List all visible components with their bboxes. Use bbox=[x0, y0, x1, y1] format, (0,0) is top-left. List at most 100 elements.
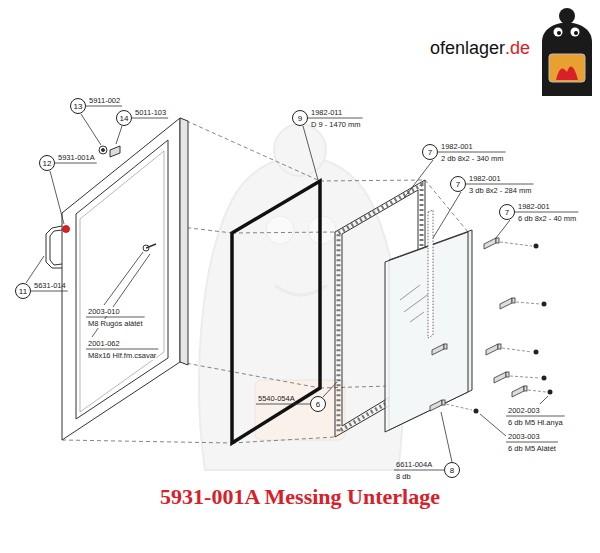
label-underline bbox=[31, 291, 68, 292]
leader-lines bbox=[50, 171, 64, 224]
door-handle bbox=[46, 226, 62, 268]
part-label: 1982-001 bbox=[469, 174, 501, 183]
part-label: 2003-010 bbox=[88, 307, 120, 316]
leader-lines bbox=[433, 192, 461, 238]
glass-clips bbox=[432, 344, 447, 355]
glass-clips bbox=[486, 344, 498, 355]
watermark bbox=[266, 216, 294, 244]
glass-pane bbox=[410, 312, 424, 322]
door-frame bbox=[76, 140, 168, 419]
logo-mascot bbox=[557, 31, 561, 35]
callout-circle: 12 bbox=[39, 155, 55, 171]
label-underline bbox=[506, 416, 565, 417]
part-label: 6 db 8x2 - 40 mm bbox=[518, 214, 576, 223]
screws bbox=[474, 409, 479, 414]
screws bbox=[542, 376, 547, 381]
glass-clips bbox=[430, 238, 527, 411]
part-label: 1982-001 bbox=[518, 202, 550, 211]
callout-circle: 7 bbox=[422, 144, 438, 160]
callout-number: 13 bbox=[74, 102, 83, 111]
watermark bbox=[255, 380, 345, 440]
glass-clips bbox=[512, 298, 515, 303]
callout-ring bbox=[293, 111, 308, 126]
logo-mascot bbox=[574, 31, 578, 35]
callout-ring bbox=[311, 397, 326, 412]
logo-mascot bbox=[559, 8, 575, 24]
glass-clips bbox=[500, 298, 512, 309]
glass-clips bbox=[496, 238, 499, 243]
glass-clips bbox=[494, 372, 509, 383]
part-label: 2 db 8x2 - 340 mm bbox=[441, 154, 504, 163]
label-underline bbox=[466, 184, 534, 185]
logo-mascot bbox=[549, 54, 585, 82]
part-label: 5011-103 bbox=[135, 108, 166, 117]
label-underline bbox=[438, 152, 506, 153]
glass-clips bbox=[432, 344, 444, 355]
caption: 5931-001A Messing Unterlage bbox=[0, 484, 600, 510]
leader-lines bbox=[404, 160, 433, 198]
part-label: 5631-014 bbox=[34, 281, 66, 290]
explode-lines bbox=[232, 437, 335, 443]
callout-circle: 6 bbox=[310, 396, 326, 412]
label-underline bbox=[515, 212, 578, 213]
leader-lines bbox=[26, 114, 548, 462]
callout-circle: 9 bbox=[292, 110, 308, 126]
door-frame bbox=[146, 244, 156, 248]
screws bbox=[548, 390, 553, 395]
part-label: 6611-004A bbox=[396, 460, 432, 469]
label-underline bbox=[132, 118, 168, 119]
part-label: 2002-003 bbox=[508, 406, 540, 415]
part-label: 2003-003 bbox=[508, 432, 540, 441]
callout-ring bbox=[16, 284, 31, 299]
door-frame bbox=[62, 118, 188, 440]
screws bbox=[516, 302, 540, 304]
logo-mascot bbox=[542, 23, 592, 97]
part-label: 1982-011 bbox=[311, 108, 342, 117]
part-label: 5540-054A bbox=[258, 394, 295, 403]
door-frame bbox=[62, 118, 180, 440]
callout-circle: 7 bbox=[450, 176, 466, 192]
part-label: D 9 - 1470 mm bbox=[311, 120, 361, 129]
callout-ring bbox=[445, 463, 460, 478]
glass-pane bbox=[404, 293, 430, 312]
glass-clips bbox=[442, 400, 445, 405]
door-frame bbox=[80, 151, 164, 412]
logo-mascot bbox=[542, 8, 592, 96]
screws bbox=[446, 242, 553, 414]
glass-clips bbox=[484, 238, 496, 249]
label-underline bbox=[394, 470, 444, 471]
leader-lines bbox=[496, 220, 510, 238]
label-underline bbox=[55, 163, 97, 164]
leader-lines bbox=[26, 256, 44, 283]
label-underline bbox=[86, 317, 145, 318]
callout-number: 14 bbox=[120, 114, 129, 123]
callout-number: 11 bbox=[19, 287, 27, 296]
door-frame bbox=[102, 149, 105, 152]
logo-mascot bbox=[556, 67, 578, 80]
watermark bbox=[199, 157, 403, 471]
logo-mascot bbox=[571, 28, 580, 37]
callout-number: 12 bbox=[43, 159, 52, 168]
part-label: M8 Rugós alátét bbox=[88, 319, 143, 328]
glass-clips bbox=[498, 344, 501, 349]
part-label: 3 db 8x2 - 284 mm bbox=[469, 186, 532, 195]
explode-lines bbox=[62, 118, 468, 443]
callout-number: 6 bbox=[316, 400, 320, 409]
screws bbox=[446, 242, 546, 410]
leader-lines bbox=[540, 396, 548, 404]
screws bbox=[510, 376, 540, 378]
watermark bbox=[199, 124, 403, 470]
leader-lines bbox=[323, 382, 337, 397]
part-label: 5931-001A bbox=[58, 153, 95, 162]
leader-lines bbox=[441, 412, 452, 462]
logo-mascot bbox=[554, 28, 563, 37]
glass-clips bbox=[444, 344, 447, 349]
part-label: 8 db bbox=[396, 472, 411, 481]
label-underlines bbox=[31, 106, 578, 470]
callout-circle: 14 bbox=[116, 110, 132, 126]
glass-clips bbox=[512, 386, 524, 397]
label-underline bbox=[86, 106, 122, 107]
